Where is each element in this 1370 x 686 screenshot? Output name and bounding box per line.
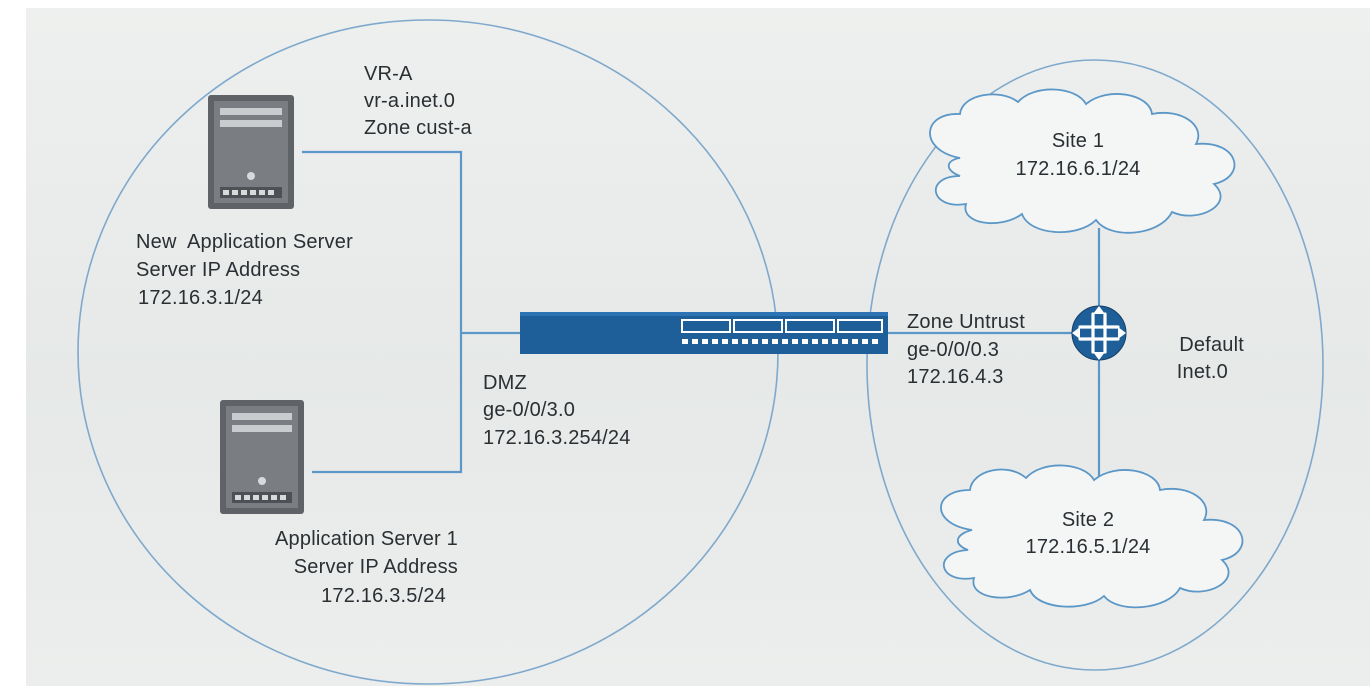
untrust-ip-label: 172.16.4.3 — [907, 366, 1004, 388]
routing-table-label: Inet.0 — [1176, 361, 1228, 383]
untrust-interface-label: ge-0/0/0.3 — [907, 339, 1000, 361]
vr-zone-label: Zone cust-a — [364, 117, 472, 139]
dmz-ip-label: 172.16.3.254/24 — [483, 427, 631, 449]
server-ip-value: 172.16.3.5/24 — [321, 585, 446, 607]
router-icon — [1071, 305, 1127, 361]
site-subnet-label: 172.16.5.1/24 — [1025, 536, 1151, 558]
server-tower-icon — [208, 95, 294, 209]
firewall-switch-icon — [520, 312, 888, 354]
cloud-icon — [929, 88, 1236, 234]
site-name-label: Site 1 — [1051, 130, 1105, 152]
site-subnet-label: 172.16.6.1/24 — [1015, 158, 1141, 180]
cloud-icon — [940, 464, 1244, 609]
dmz-zone-label: DMZ — [483, 372, 527, 394]
routing-instance-label: Default — [1179, 334, 1244, 356]
server-tower-icon — [220, 400, 304, 514]
server-ip-value: 172.16.3.1/24 — [138, 287, 263, 309]
server-ip-caption: Server IP Address — [293, 556, 458, 578]
server-name-label: New Application Server — [136, 231, 353, 253]
vr-name-label: VR-A — [364, 63, 413, 85]
zone-default-circle — [866, 59, 1324, 671]
untrust-zone-label: Zone Untrust — [907, 311, 1026, 333]
dmz-interface-label: ge-0/0/3.0 — [483, 399, 576, 421]
site-name-label: Site 2 — [1061, 509, 1115, 531]
link-new-app-server — [302, 150, 463, 474]
top-border — [0, 0, 1370, 8]
vr-routing-table-label: vr-a.inet.0 — [364, 90, 456, 112]
server-name-label: Application Server 1 — [275, 528, 458, 550]
connection-lines — [302, 150, 1101, 484]
left-border — [0, 0, 26, 686]
server-ip-caption: Server IP Address — [136, 259, 301, 281]
